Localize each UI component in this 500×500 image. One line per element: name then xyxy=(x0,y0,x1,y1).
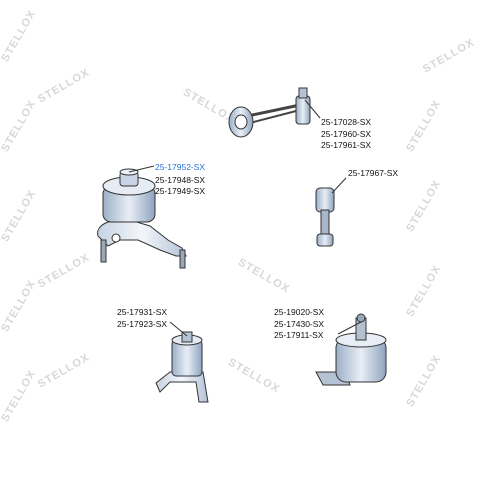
engine-mount-bottom-left[interactable] xyxy=(155,321,209,403)
part-code[interactable]: 25-17923-SX xyxy=(117,319,168,329)
engine-mount-top-left[interactable] xyxy=(97,165,187,269)
part-code[interactable]: 25-17960-SX xyxy=(321,129,372,139)
engine-mount-bottom-right[interactable] xyxy=(315,313,387,386)
part-code[interactable]: 25-17948-SX xyxy=(155,175,206,185)
part-code[interactable]: 25-17430-SX xyxy=(274,319,325,329)
torque-rod-top-right[interactable] xyxy=(228,87,321,138)
part-code-highlighted[interactable]: 25-17952-SX xyxy=(155,162,206,172)
part-code[interactable]: 25-17028-SX xyxy=(321,117,372,127)
stabilizer-link-middle-right[interactable] xyxy=(315,177,347,247)
part-code[interactable]: 25-19020-SX xyxy=(274,307,325,317)
part-code[interactable]: 25-17949-SX xyxy=(155,186,206,196)
part-code[interactable]: 25-17911-SX xyxy=(274,330,324,340)
part-code[interactable]: 25-17961-SX xyxy=(321,140,372,150)
part-code[interactable]: 25-17931-SX xyxy=(117,307,168,317)
part-code[interactable]: 25-17967-SX xyxy=(348,168,399,178)
